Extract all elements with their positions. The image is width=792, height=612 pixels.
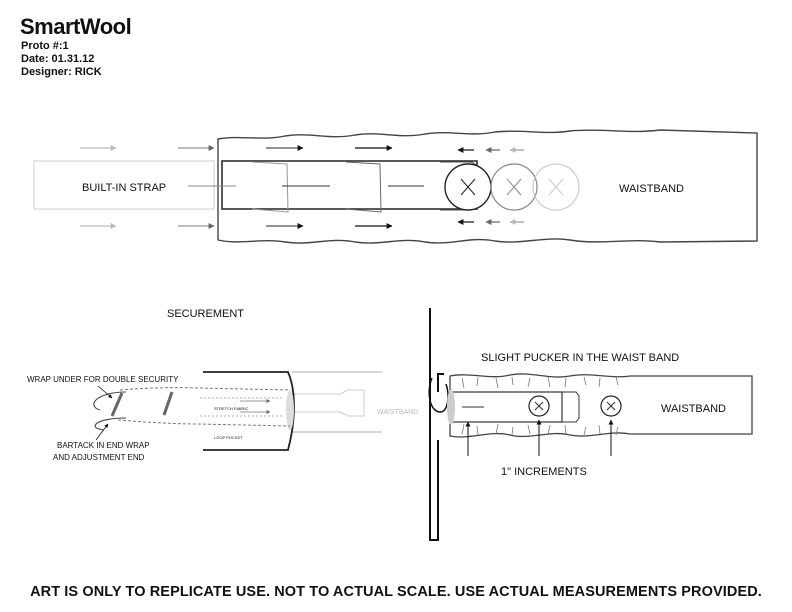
strap-inner-dashed: [200, 397, 284, 417]
bartack-mark-2: [162, 391, 174, 416]
pucker-end-shade: [447, 389, 455, 425]
loop-pocket-label: LOOP POCKET: [214, 435, 243, 440]
waistband-label-securement: WAISTBAND: [377, 409, 418, 416]
button-buttonhole-2: [490, 163, 538, 211]
strap-loop-dashed: [117, 387, 291, 427]
date-label: Date: 01.31.12: [21, 53, 95, 65]
waistband-ghost-outline: [292, 371, 382, 433]
built-in-strap: [221, 160, 478, 210]
end-wrap-curl: [93, 391, 127, 431]
stretch-fabric-label: STRETCH FABRIC: [214, 406, 249, 411]
footer-note: ART IS ONLY TO REPLICATE USE. NOT TO ACT…: [30, 584, 762, 600]
waistband-end-shade: [286, 390, 294, 430]
waistband-label-pucker: WAISTBAND: [661, 403, 726, 415]
bartack-note-line2: AND ADJUSTMENT END: [53, 453, 145, 462]
wrap-note: WRAP UNDER FOR DOUBLE SECURITY: [27, 375, 179, 384]
strap-fold-2: [345, 161, 382, 213]
strap-label: BUILT-IN STRAP: [82, 182, 166, 194]
strap-fold-1: [251, 161, 289, 213]
brand-logo: SmartWool: [20, 14, 132, 39]
bartack-note-line1: BARTACK IN END WRAP: [57, 441, 150, 450]
waistband-outline: [217, 129, 758, 244]
waistband-pucker-outline: [449, 373, 753, 438]
securement-title: SECUREMENT: [167, 308, 244, 320]
increments-label: 1" INCREMENTS: [501, 466, 587, 478]
button-buttonhole-3: [532, 163, 580, 211]
bartack-mark-1: [110, 392, 124, 417]
button-buttonhole-1: [444, 163, 492, 211]
top-diagram: BUILT-IN STRAP WAISTBAND: [33, 129, 758, 244]
pucker-wrinkles: [461, 376, 619, 436]
pucker-button-2: [600, 395, 622, 417]
waistband-label-top: WAISTBAND: [619, 183, 684, 195]
pucker-button-1: [528, 395, 550, 417]
designer-label: Designer: RICK: [21, 66, 102, 78]
fold-hook: [428, 377, 449, 413]
garment-edge-line: [429, 308, 444, 541]
pucker-strap-tip: [562, 391, 580, 423]
strap-outer-ghost: [33, 160, 215, 210]
pucker-title: SLIGHT PUCKER IN THE WAIST BAND: [481, 352, 679, 364]
bartack-arrow: [95, 423, 109, 441]
securement-diagram: SECUREMENT WRAP UNDER FOR DOUBLE SECURIT…: [27, 308, 418, 462]
proto-number: Proto #:1: [21, 40, 69, 52]
pucker-diagram: SLIGHT PUCKER IN THE WAIST BAND WAISTBAN…: [428, 308, 753, 541]
wrap-arrow: [97, 385, 113, 399]
strap-ghost-tip: [292, 389, 365, 417]
